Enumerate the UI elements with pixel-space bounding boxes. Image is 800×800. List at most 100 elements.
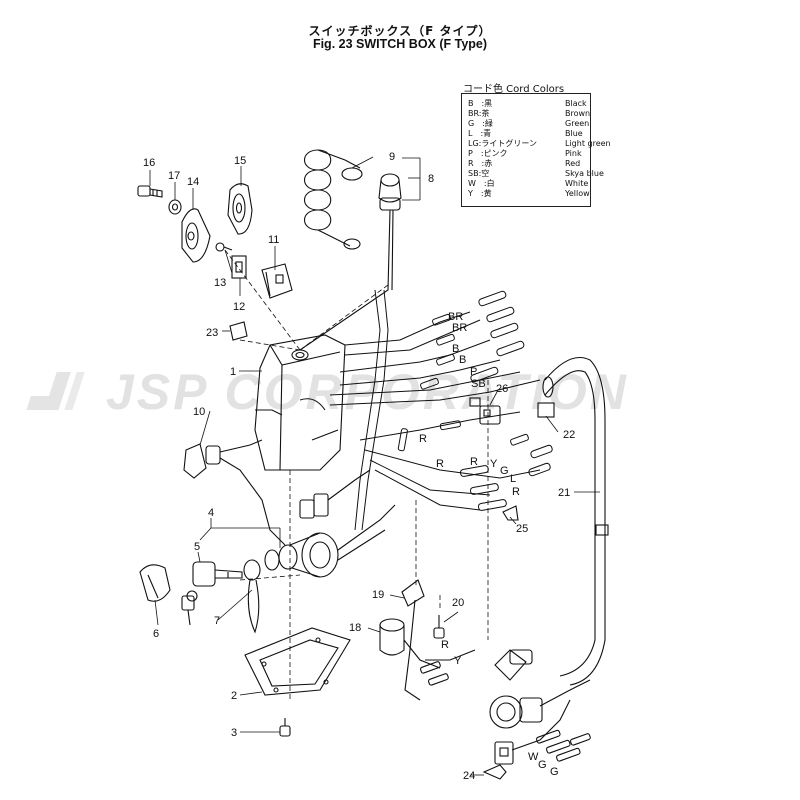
legend-code: P :ピンク [468, 149, 508, 158]
legend-color: Brown [565, 109, 591, 118]
label-23 [229, 321, 248, 341]
callout-14: 14 [187, 176, 199, 188]
legend-code: G :緑 [468, 119, 493, 128]
wire-label: Y [490, 458, 498, 470]
callout-8: 8 [428, 173, 434, 185]
legend-code: B :黒 [468, 99, 493, 108]
legend-color: Green [565, 119, 590, 128]
legend-color: Yellow [565, 189, 590, 198]
main-switch-4 [264, 504, 396, 578]
legend-code: SB:空 [468, 169, 490, 178]
callout-17: 17 [168, 170, 180, 182]
callout-4: 4 [208, 507, 214, 519]
callout-24: 24 [463, 770, 475, 782]
wire-label: G [500, 465, 509, 477]
callout-leaders [149, 156, 600, 776]
callout-2: 2 [231, 690, 237, 702]
legend-title: コード色 Cord Colors [463, 84, 565, 95]
gasket-plate-2 [244, 627, 351, 696]
wire-label: G [550, 766, 559, 778]
switch-12 [231, 255, 247, 279]
callout-18: 18 [349, 622, 361, 634]
tie-24 [482, 764, 507, 780]
wire-label: W [528, 751, 539, 763]
callout-3: 3 [231, 727, 237, 739]
clip-25 [502, 505, 519, 521]
callout-21: 21 [558, 487, 570, 499]
wire-label: R [470, 456, 478, 468]
grommet-14 [181, 208, 211, 263]
wire-label: R [436, 458, 444, 470]
label-22 [537, 402, 555, 418]
main-cable-21 [542, 356, 609, 686]
cap-6 [139, 564, 171, 602]
legend-color: White [565, 179, 589, 188]
legend-code: Y :黄 [468, 189, 492, 198]
wire-label: BR [452, 322, 467, 334]
cord-7 [243, 559, 261, 634]
callout-20: 20 [452, 597, 464, 609]
wire-color-labels: BR BR B B P SB R R R Y G L R R Y W G G [419, 311, 559, 778]
screw-3 [279, 718, 291, 737]
wire-label: P [470, 366, 477, 378]
harness-connector [299, 469, 371, 519]
callout-numbers: 1 2 3 4 5 6 7 8 9 10 11 12 13 14 15 16 1… [143, 151, 575, 782]
legend-code: LG:ライトグリーン [468, 139, 537, 148]
callout-5: 5 [194, 541, 200, 553]
connector-10 [183, 439, 286, 546]
callout-13: 13 [214, 277, 226, 289]
bracket-19 [401, 579, 425, 607]
wire-label: B [452, 343, 459, 355]
legend-color: Pink [565, 149, 582, 158]
legend-color: Light green [565, 139, 611, 148]
wire-label: B [459, 354, 466, 366]
wire-label: R [441, 639, 449, 651]
callout-25: 25 [516, 523, 528, 535]
legend-code: W :白 [468, 179, 495, 188]
watermark: JSP CORPORATION [26, 364, 626, 420]
wire-label: R [419, 433, 427, 445]
wire-label: SB [471, 378, 486, 390]
connector-26 [469, 397, 501, 425]
legend-code: R :赤 [468, 159, 493, 168]
legend-code: BR:茶 [468, 109, 490, 118]
connector-11 [261, 263, 293, 299]
screw-13 [215, 242, 233, 252]
stop-switch-8 [299, 173, 402, 351]
legend-color: Black [565, 99, 587, 108]
callout-16: 16 [143, 157, 155, 169]
callout-7: 7 [214, 615, 220, 627]
callout-1: 1 [230, 366, 236, 378]
switch-box-1 [254, 334, 346, 471]
wire-harness [329, 289, 541, 531]
terminals [397, 290, 553, 511]
wire-label: R [512, 486, 520, 498]
bolt-16 [137, 185, 163, 198]
assembly-guide-lines [224, 249, 489, 700]
key-5 [181, 561, 243, 626]
legend-color: Red [565, 159, 581, 168]
buzzer-18 [379, 618, 441, 669]
wire-label: Y [454, 655, 462, 667]
figure-title-english: Fig. 23 SWITCH BOX (F Type) [312, 37, 488, 51]
callout-22: 22 [563, 429, 575, 441]
legend-code: L :青 [468, 129, 492, 138]
lanyard-coil-9 [303, 149, 363, 250]
lower-connectors [489, 649, 591, 765]
callout-6: 6 [153, 628, 159, 640]
callout-9: 9 [389, 151, 395, 163]
callout-10: 10 [193, 406, 205, 418]
callout-23: 23 [206, 327, 218, 339]
wire-label: G [538, 759, 547, 771]
callout-11: 11 [268, 234, 279, 246]
wire-label: L [510, 473, 516, 485]
figure-title-japanese: スイッチボックス（F タイプ） [308, 24, 492, 38]
bolt-20 [433, 615, 445, 639]
lower-harness [404, 599, 476, 701]
washer-17 [168, 199, 182, 215]
grommet-15 [227, 183, 253, 235]
legend-color: Skya blue [565, 169, 604, 178]
